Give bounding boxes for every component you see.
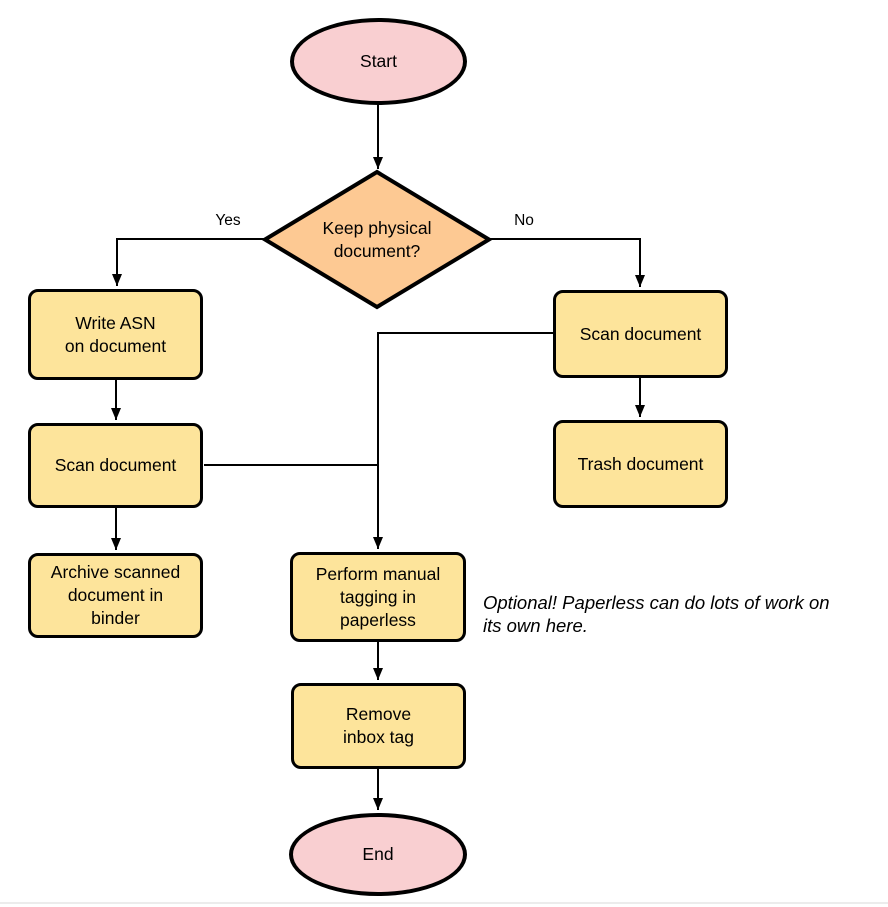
bottom-divider — [0, 902, 888, 904]
no-branch-label: No — [514, 212, 534, 229]
edge-decision-yes — [112, 238, 266, 286]
scan-document-left-node: Scan document — [28, 423, 203, 508]
annotation-text: Optional! Paperless can do lots of work … — [483, 592, 830, 636]
yes-branch-label: Yes — [215, 212, 241, 229]
tagging-node-label: Perform manual tagging in paperless — [315, 563, 441, 630]
decision-node-label: Keep physical document? — [322, 218, 432, 261]
start-node: Start — [290, 18, 467, 105]
remove-inbox-tag-node-label: Remove inbox tag — [342, 704, 415, 747]
trash-node-label: Trash document — [577, 453, 704, 474]
tagging-node: Perform manual tagging in paperless — [290, 552, 466, 642]
edge-decision-no — [488, 238, 645, 287]
end-node: End — [289, 813, 467, 896]
archive-node-label: Archive scanned document in binder — [50, 562, 181, 628]
decision-diamond-shape — [261, 169, 493, 310]
end-node-label: End — [362, 844, 394, 864]
decision-node: Keep physical document? — [277, 200, 477, 280]
trash-node: Trash document — [553, 420, 728, 508]
scan-document-left-node-label: Scan document — [54, 455, 177, 475]
remove-inbox-tag-node: Remove inbox tag — [291, 683, 466, 769]
write-asn-node-label: Write ASN on document — [64, 312, 167, 356]
write-asn-node: Write ASN on document — [28, 289, 203, 380]
scan-document-right-node: Scan document — [553, 290, 728, 378]
archive-node: Archive scanned document in binder — [28, 553, 203, 638]
scan-document-right-node-label: Scan document — [579, 323, 702, 344]
edge-scanright-to-tagging — [373, 332, 553, 549]
start-node-label: Start — [360, 51, 397, 71]
